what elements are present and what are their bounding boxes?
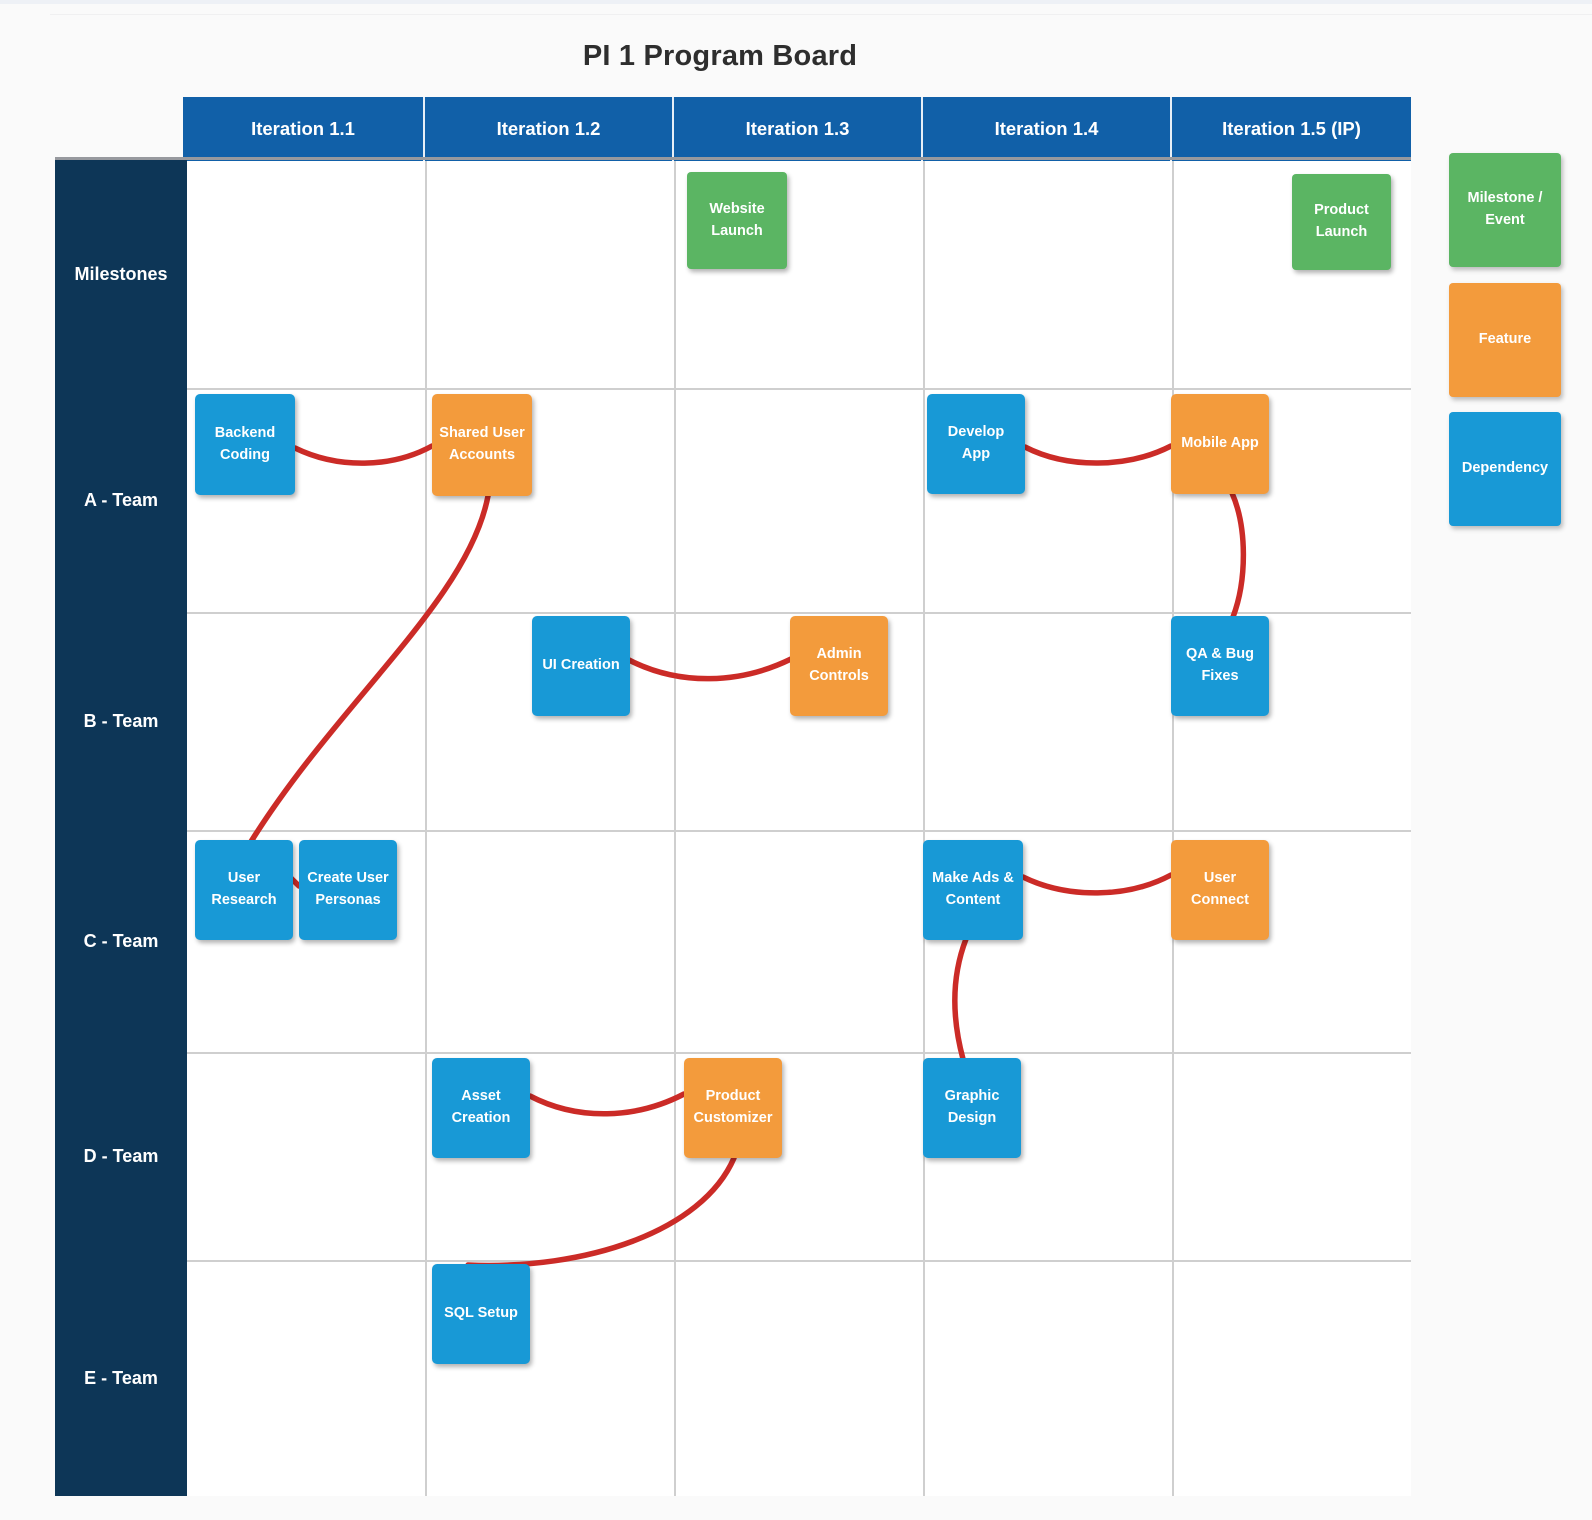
gridline — [55, 1052, 1411, 1054]
card-qa-bug-fixes[interactable]: QA & Bug Fixes — [1171, 616, 1269, 716]
legend-dependency-swatch: Dependency — [1449, 412, 1561, 526]
row-header-d-team: D - Team — [83, 1145, 159, 1166]
card-label: Product Customizer — [693, 1088, 773, 1126]
card-label: Create User Personas — [307, 870, 389, 908]
card-create-user-personas[interactable]: Create User Personas — [299, 840, 397, 940]
row-header-a-team: A - Team — [83, 489, 158, 510]
column-header-iteration-1-5-ip: Iteration 1.5 (IP) — [1172, 97, 1411, 161]
card-shared-user-accounts[interactable]: Shared User Accounts — [432, 394, 532, 496]
gridline — [923, 160, 925, 1496]
row-header-b-team: B - Team — [83, 710, 159, 731]
column-header-iteration-1-1: Iteration 1.1 — [183, 97, 425, 161]
card-product-launch[interactable]: Product Launch — [1292, 174, 1391, 270]
card-user-connect[interactable]: User Connect — [1171, 840, 1269, 940]
card-label: Backend Coding — [214, 424, 276, 463]
card-label: QA & Bug Fixes — [1186, 646, 1254, 684]
row-header-c-team: C - Team — [83, 930, 159, 951]
card-user-research[interactable]: User Research — [195, 840, 293, 940]
card-website-launch[interactable]: Website Launch — [687, 172, 787, 269]
card-asset-creation[interactable]: Asset Creation — [432, 1058, 530, 1158]
row-header-milestones: Milestones — [74, 263, 168, 284]
column-header-iteration-1-2: Iteration 1.2 — [425, 97, 674, 161]
card-label: Asset Creation — [451, 1088, 511, 1126]
card-label: User Connect — [1191, 870, 1249, 908]
legend-milestone-event-swatch: Milestone / Event — [1449, 153, 1561, 267]
card-backend-coding[interactable]: Backend Coding — [195, 394, 295, 495]
card-graphic-design[interactable]: Graphic Design — [923, 1058, 1021, 1158]
card-product-customizer[interactable]: Product Customizer — [684, 1058, 782, 1158]
card-label: Mobile App — [1181, 435, 1259, 452]
card-label: UI Creation — [542, 657, 620, 674]
row-header-e-team: E - Team — [84, 1367, 158, 1388]
card-label: Make Ads & Content — [932, 870, 1014, 908]
board-grid-background — [55, 160, 1411, 1496]
column-header-iteration-1-3: Iteration 1.3 — [674, 97, 923, 161]
top-strip — [0, 0, 1592, 4]
card-label: SQL Setup — [444, 1305, 518, 1322]
card-label: Develop App — [947, 424, 1005, 462]
column-header-iteration-1-4: Iteration 1.4 — [923, 97, 1172, 161]
card-label: Product Launch — [1314, 202, 1369, 240]
gridline — [55, 612, 1411, 614]
card-admin-controls[interactable]: Admin Controls — [790, 616, 888, 716]
card-develop-app[interactable]: Develop App — [927, 394, 1025, 494]
gridline — [55, 1260, 1411, 1262]
card-ui-creation[interactable]: UI Creation — [532, 616, 630, 716]
legend-feature-swatch: Feature — [1449, 283, 1561, 397]
card-label: Graphic Design — [944, 1088, 1000, 1126]
card-label: Shared User Accounts — [439, 425, 525, 463]
card-sql-setup[interactable]: SQL Setup — [432, 1264, 530, 1364]
top-hairline — [50, 14, 1592, 15]
gridline — [55, 388, 1411, 390]
gridline — [55, 830, 1411, 832]
header-divider-line — [55, 157, 1411, 160]
card-label: Admin Controls — [809, 646, 869, 684]
page-title: PI 1 Program Board — [582, 40, 858, 72]
team-header-column — [55, 160, 187, 1496]
card-label: Website Launch — [709, 200, 765, 239]
gridline — [674, 160, 676, 1496]
card-label: User Research — [211, 870, 277, 908]
card-make-ads-content[interactable]: Make Ads & Content — [923, 840, 1023, 940]
gridline — [425, 160, 427, 1496]
gridline — [1172, 160, 1174, 1496]
card-mobile-app[interactable]: Mobile App — [1171, 394, 1269, 494]
